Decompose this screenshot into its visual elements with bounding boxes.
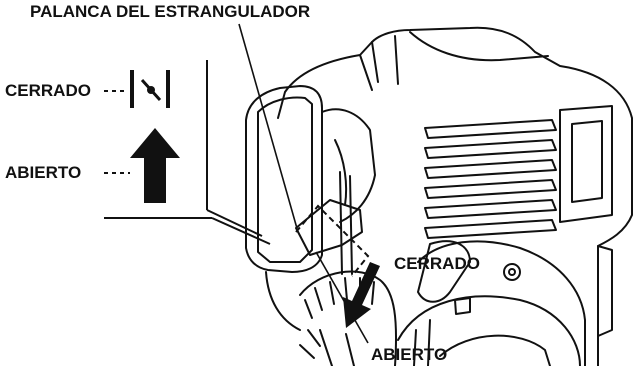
- closed-choke-symbol: [130, 70, 170, 108]
- open-arrow-up: [130, 128, 180, 203]
- choke-lever-part: [295, 199, 363, 256]
- recoil-starter: [417, 240, 586, 366]
- open-bottom-leader: [315, 251, 369, 344]
- choke-lever-label: PALANCA DEL ESTRANGULADOR: [30, 2, 311, 21]
- flywheel-teeth: [299, 277, 375, 359]
- choke-lever-leader: [238, 23, 299, 233]
- closed-label-right: CERRADO: [394, 254, 480, 273]
- engine-top-ridges: [371, 31, 549, 85]
- open-label-bottom: ABIERTO: [371, 345, 448, 364]
- engine-body-outline: [277, 26, 633, 366]
- guide-lines: [104, 60, 370, 277]
- closed-label-left: CERRADO: [5, 81, 91, 100]
- open-label-left: ABIERTO: [5, 163, 82, 182]
- flywheel: [299, 270, 398, 366]
- lever-down-arrow: [343, 262, 380, 328]
- cooling-fins: [424, 105, 613, 239]
- air-filter-cover: [245, 85, 323, 273]
